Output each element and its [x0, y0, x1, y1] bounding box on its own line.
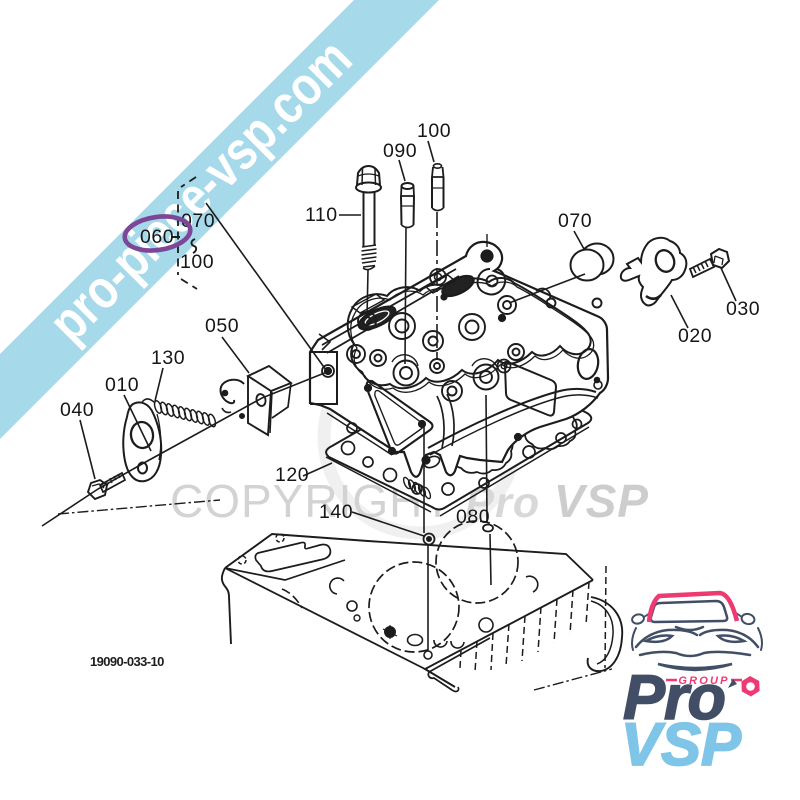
svg-text:100: 100 — [180, 251, 214, 273]
svg-text:040: 040 — [60, 399, 94, 421]
svg-text:130: 130 — [151, 347, 185, 369]
svg-text:140: 140 — [319, 501, 353, 523]
svg-text:100: 100 — [417, 120, 451, 142]
svg-text:GROUP: GROUP — [678, 675, 729, 687]
svg-text:060: 060 — [140, 226, 174, 248]
svg-text:VSP: VSP — [621, 711, 742, 778]
svg-text:080: 080 — [456, 506, 490, 528]
svg-text:Pro: Pro — [623, 663, 725, 733]
svg-text:050: 050 — [205, 315, 239, 337]
svg-text:030: 030 — [726, 298, 760, 320]
svg-text:090: 090 — [383, 140, 417, 162]
svg-text:020: 020 — [678, 325, 712, 347]
svg-text:010: 010 — [105, 374, 139, 396]
svg-text:19090-033-10: 19090-033-10 — [90, 654, 164, 669]
svg-text:070: 070 — [558, 210, 592, 232]
svg-text:120: 120 — [275, 464, 309, 486]
svg-text:110: 110 — [305, 204, 338, 226]
